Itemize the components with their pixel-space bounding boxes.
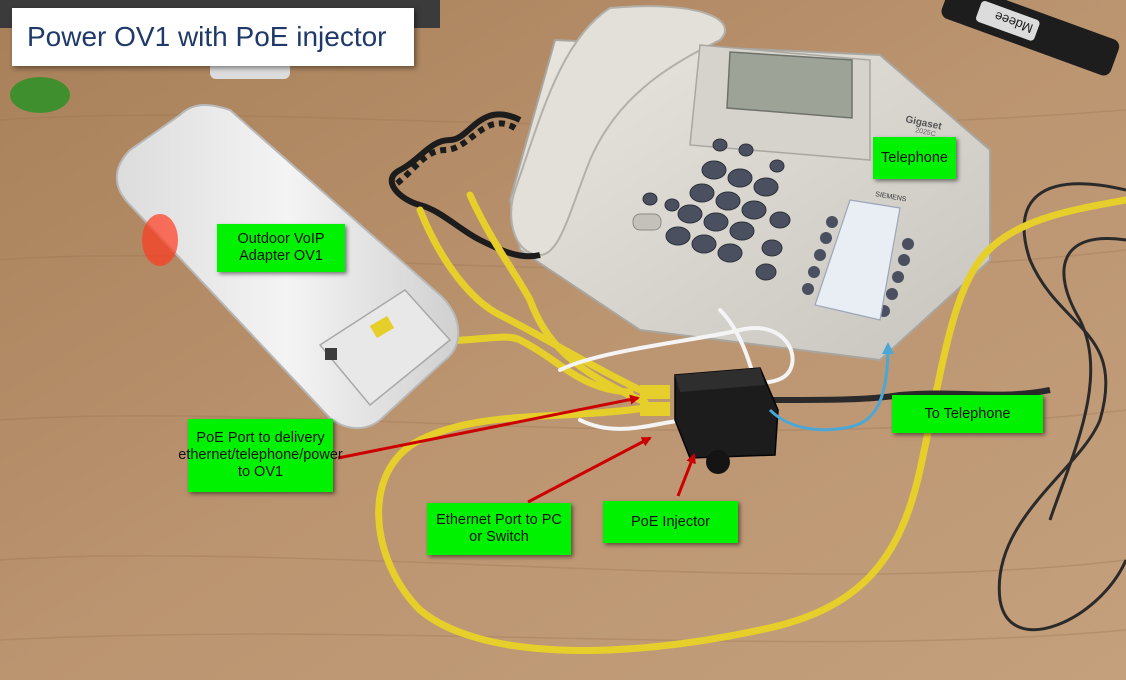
telephone-label-strip — [814, 199, 901, 321]
marker-pen: Mdeee — [941, 0, 1120, 76]
green-object — [10, 77, 70, 113]
label-telephone: Telephone — [873, 137, 956, 179]
label-to-telephone: To Telephone — [892, 395, 1043, 433]
slide-title-box: Power OV1 with PoE injector — [12, 8, 414, 66]
telephone-speaker-key — [632, 213, 662, 231]
telephone-keypad — [642, 138, 791, 281]
label-outdoor-adapter: Outdoor VoIP Adapter OV1 — [217, 224, 345, 272]
black-cable — [997, 182, 1126, 632]
telephone: Gigaset 2025C SIEMENS — [508, 5, 991, 362]
label-ethernet-port: Ethernet Port to PC or Switch — [427, 503, 571, 555]
telephone-lcd — [726, 51, 853, 119]
telephone-model: 2025C — [915, 127, 937, 138]
power-cable — [769, 387, 1051, 403]
arrow-ethernet-port — [527, 436, 652, 504]
slide-title: Power OV1 with PoE injector — [27, 21, 387, 52]
poe-injector-device — [640, 367, 779, 474]
arrow-poe-port — [337, 394, 640, 460]
label-poe-injector: PoE Injector — [603, 501, 738, 543]
arrow-poe-injector — [676, 453, 696, 497]
telephone-handset — [510, 5, 726, 257]
telephone-function-keys — [802, 216, 914, 317]
ethernet-cable — [375, 191, 1126, 654]
arrow-to-telephone — [768, 342, 894, 432]
black-cable — [1048, 237, 1126, 521]
coiled-cord — [388, 111, 541, 260]
label-poe-port: PoE Port to delivery ethernet/telephone/… — [178, 419, 343, 492]
